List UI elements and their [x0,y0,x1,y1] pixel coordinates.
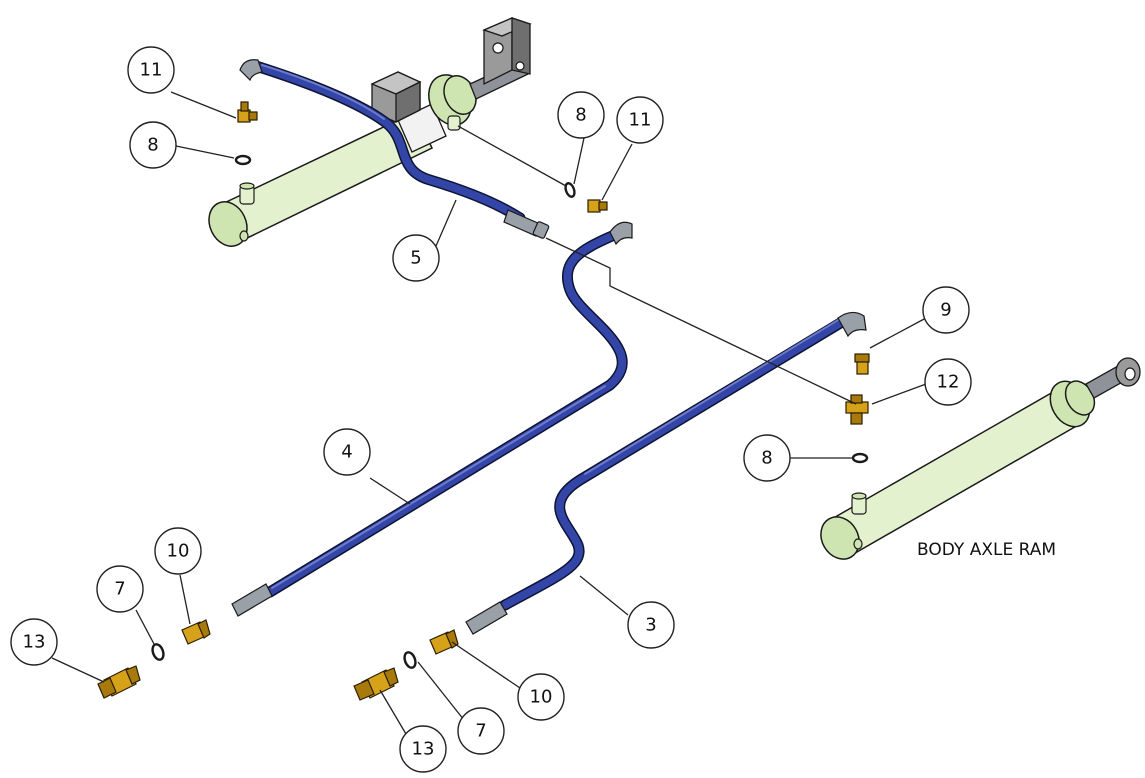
washer-7-right [403,651,417,669]
svg-text:12: 12 [937,372,960,393]
fitting-11-middle [587,199,608,213]
callout-5: 5 [392,234,440,282]
svg-text:8: 8 [147,135,158,156]
svg-text:7: 7 [475,721,486,742]
callout-8-right: 8 [743,434,791,482]
fitting-10-left [181,619,211,645]
svg-text:7: 7 [114,579,125,600]
leader-lines [51,91,927,735]
hose-3 [465,311,867,635]
washer-8-left [234,154,252,166]
callout-3: 3 [627,601,675,649]
callout-9: 9 [922,286,970,334]
svg-text:11: 11 [140,60,163,81]
callout-10-left: 10 [154,527,202,575]
callout-11-left: 11 [127,46,175,94]
washer-7-left [151,643,165,661]
hose-5 [239,59,550,239]
fitting-13-left [97,665,141,699]
svg-text:8: 8 [761,448,772,469]
body-axle-ram-label: BODY AXLE RAM [917,540,1056,560]
washer-8-middle [564,182,576,198]
svg-text:11: 11 [629,110,652,131]
fitting-10-right [429,629,459,655]
callout-10-right: 10 [517,673,565,721]
svg-text:8: 8 [575,105,586,126]
svg-text:5: 5 [410,248,421,269]
hose-4 [231,221,633,617]
callout-8-middle: 8 [557,91,605,139]
callout-13-right: 13 [399,725,447,773]
callout-11-middle: 11 [616,96,664,144]
svg-text:10: 10 [530,687,553,708]
svg-text:13: 13 [412,739,435,760]
fitting-13-right [353,667,399,701]
top-ram-assembly [208,17,532,247]
fitting-12 [845,394,869,425]
svg-text:10: 10 [167,541,190,562]
svg-text:9: 9 [940,300,951,321]
callout-7-left: 7 [96,565,144,613]
fitting-9 [854,353,870,375]
callout-7-right: 7 [457,707,505,755]
callout-12: 12 [924,358,972,406]
callout-13-left: 13 [10,618,58,666]
body-axle-ram [820,357,1141,560]
fitting-11-left [237,101,258,123]
callout-4: 4 [323,428,371,476]
svg-text:4: 4 [341,442,352,463]
svg-text:3: 3 [645,615,656,636]
callout-8-left: 8 [129,121,177,169]
svg-text:13: 13 [23,632,46,653]
washer-8-right [851,452,869,464]
